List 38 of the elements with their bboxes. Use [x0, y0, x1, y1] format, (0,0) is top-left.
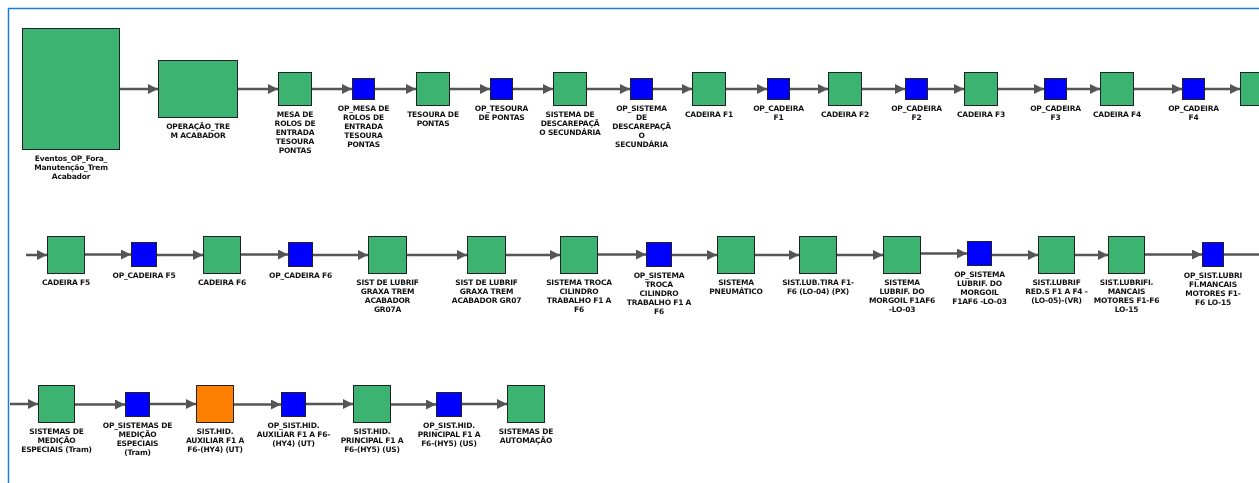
arrow [1205, 84, 1240, 94]
arrow [10, 399, 38, 409]
arrow [1075, 250, 1108, 260]
arrow [506, 250, 560, 260]
arrow [790, 84, 828, 94]
arrow [726, 84, 767, 94]
arrow [120, 84, 158, 94]
arrow [587, 84, 630, 94]
arrow [672, 250, 717, 260]
arrow [462, 399, 507, 409]
arrow [375, 84, 416, 94]
arrow [921, 248, 967, 259]
arrow [306, 399, 353, 409]
arrow [157, 250, 203, 260]
arrow [85, 249, 131, 260]
arrow [407, 250, 467, 260]
arrow [1067, 84, 1100, 94]
arrow [653, 84, 692, 94]
arrow [313, 250, 368, 260]
arrow [1145, 249, 1202, 260]
arrow [513, 84, 553, 94]
arrow [928, 84, 964, 94]
arrow [26, 250, 47, 260]
arrow [75, 399, 125, 410]
arrow [238, 84, 278, 94]
arrow [992, 250, 1038, 260]
arrow [998, 84, 1044, 94]
arrow [312, 84, 352, 94]
arrow [755, 250, 799, 260]
arrow [234, 399, 281, 410]
arrow [450, 84, 490, 94]
arrow [391, 399, 436, 410]
arrow [598, 249, 646, 260]
arrow [150, 399, 196, 409]
arrow [862, 84, 905, 94]
arrow [1134, 84, 1182, 94]
arrow [241, 249, 288, 260]
arrow [837, 250, 883, 260]
